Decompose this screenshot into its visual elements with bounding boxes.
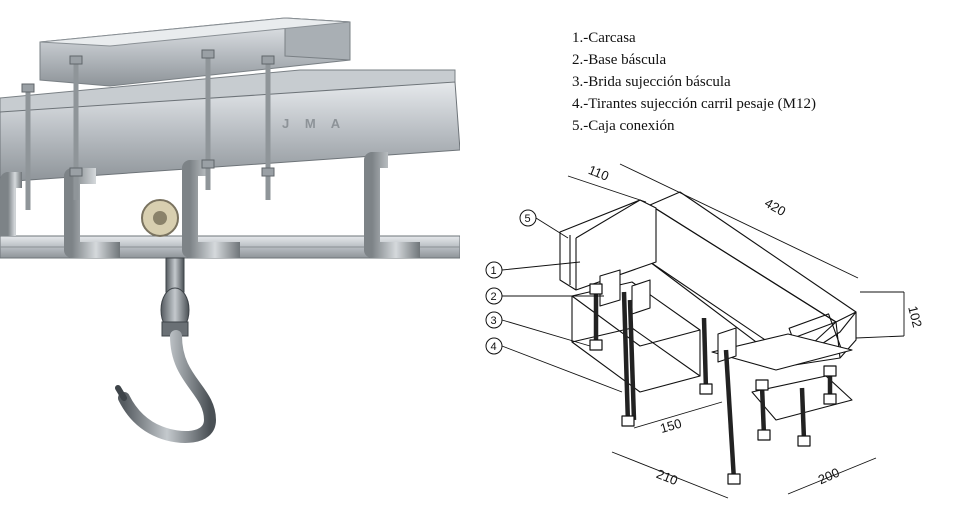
technical-drawing: 110 420 102 150 210 200 5 1 2 3 4 bbox=[485, 162, 925, 499]
callout-1: 1 bbox=[491, 265, 497, 277]
callout-5: 5 bbox=[525, 213, 531, 225]
drawing-housing bbox=[649, 191, 857, 367]
callout-3: 3 bbox=[491, 315, 497, 327]
rail-marking: J M A bbox=[282, 116, 346, 131]
housing-box bbox=[39, 17, 351, 87]
meat-hook bbox=[115, 257, 217, 443]
dim-102: 102 bbox=[905, 304, 925, 329]
dim-200: 200 bbox=[816, 465, 842, 488]
drawing-tie-rods bbox=[593, 290, 833, 481]
drawing-nuts bbox=[589, 283, 837, 485]
trolley-roller bbox=[141, 199, 179, 237]
callout-2: 2 bbox=[491, 291, 497, 303]
rail-beam: J M A bbox=[0, 81, 460, 183]
rod-nuts bbox=[21, 49, 275, 177]
drawing-flanges bbox=[599, 269, 737, 363]
dim-210: 210 bbox=[654, 466, 680, 488]
dim-110: 110 bbox=[586, 162, 611, 184]
legend-item-caja-conexion: 5.-Caja conexión bbox=[572, 118, 675, 134]
drawing-connection-box bbox=[559, 199, 657, 291]
callout-circles bbox=[485, 209, 537, 355]
parts-legend: 1.-Carcasa 2.-Base báscula 3.-Brida suje… bbox=[572, 27, 816, 137]
legend-item-brida: 3.-Brida sujección báscula bbox=[572, 74, 731, 90]
dim-150: 150 bbox=[658, 416, 683, 436]
c-brackets bbox=[0, 152, 420, 258]
callout-leaders bbox=[501, 217, 623, 393]
legend-item-base-bascula: 2.-Base báscula bbox=[572, 52, 667, 68]
scale-rail-photo: J M A bbox=[0, 17, 460, 443]
dimension-lines bbox=[567, 163, 905, 499]
legend-item-carcasa: 1.-Carcasa bbox=[572, 30, 636, 46]
callout-4: 4 bbox=[491, 341, 497, 353]
legend-item-tirantes: 4.-Tirantes sujección carril pesaje (M12… bbox=[572, 96, 816, 112]
dim-420: 420 bbox=[762, 195, 788, 219]
